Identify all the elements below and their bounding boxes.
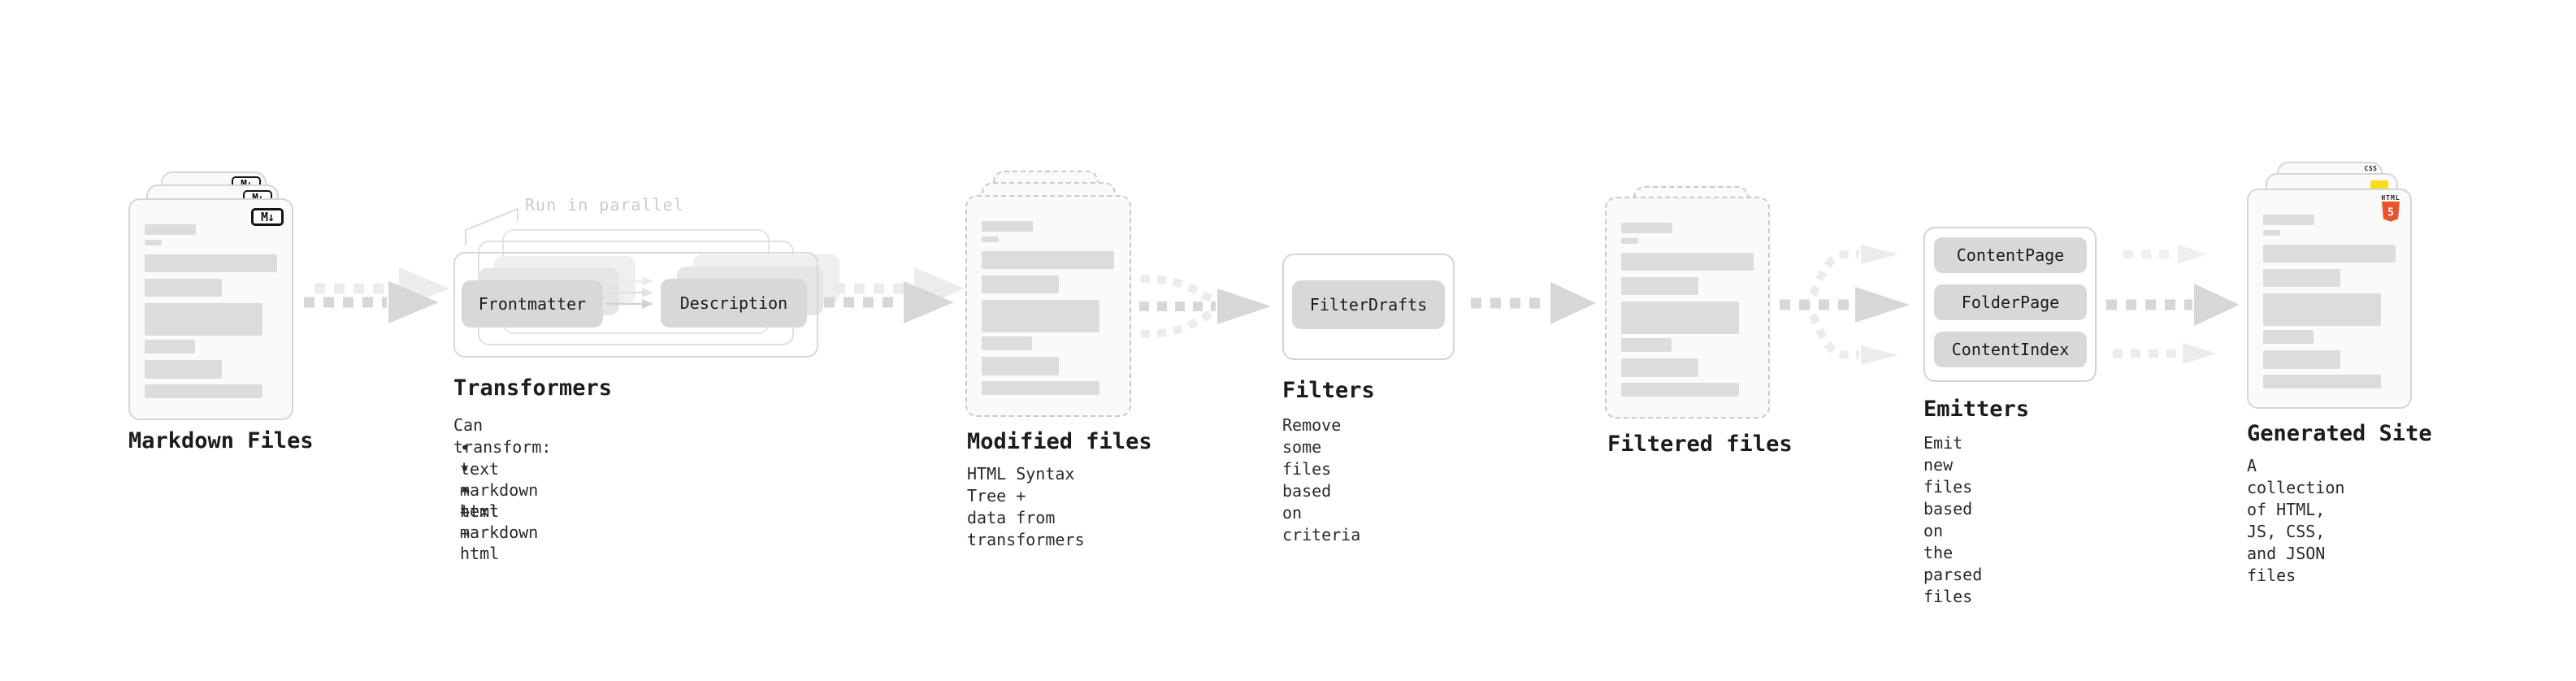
transformer-description-label: Description <box>679 293 788 313</box>
transformers-bullet-1: • text → text <box>460 438 500 521</box>
placeholder-bar <box>2263 350 2340 369</box>
placeholder-bar <box>1621 358 1698 377</box>
annotation-leader-line <box>465 207 518 245</box>
stage-label-markdown-files: Markdown Files <box>128 428 314 453</box>
triple-arrow-icon <box>2106 245 2240 364</box>
placeholder-bar <box>1621 277 1698 295</box>
filtered-file-card-front <box>1605 197 1770 419</box>
modified-file-card-front <box>965 195 1131 417</box>
placeholder-bar <box>982 300 1099 332</box>
stage-label-modified-files: Modified files <box>967 429 1152 454</box>
emitter-folderpage-pill: FolderPage <box>1934 284 2087 320</box>
stage-label-filters: Filters <box>1282 378 1375 403</box>
html5-icon: HTML 5 <box>2381 194 2400 223</box>
placeholder-bar <box>1621 238 1638 244</box>
filter-drafts-pill: FilterDrafts <box>1292 280 1445 329</box>
placeholder-bar <box>145 360 222 379</box>
placeholder-bar <box>145 254 277 272</box>
placeholder-bar <box>1621 301 1739 334</box>
placeholder-bar <box>145 384 262 398</box>
placeholder-bar <box>982 236 999 242</box>
transformers-bullet-3: • html → html <box>460 480 500 563</box>
document-skeleton <box>1621 223 1754 397</box>
javascript-icon <box>2370 180 2388 189</box>
placeholder-bar <box>2263 215 2314 225</box>
markdown-icon-label: M↓ <box>260 210 275 224</box>
emitter-folderpage-label: FolderPage <box>1961 293 2060 312</box>
placeholder-bar <box>982 251 1114 269</box>
transformers-bullet-2: • markdown → markdown <box>460 459 539 542</box>
emitter-contentindex-label: ContentIndex <box>1951 340 2070 359</box>
placeholder-bar <box>982 336 1032 350</box>
flow-arrow-icon <box>824 267 965 323</box>
emitter-contentindex-pill: ContentIndex <box>1934 332 2087 367</box>
filter-drafts-label: FilterDrafts <box>1309 295 1428 314</box>
emitters-desc: Emit new files based on the parsed files <box>1923 433 1983 606</box>
placeholder-bar <box>2263 293 2381 326</box>
placeholder-bar <box>982 381 1099 395</box>
html5-icon-word: HTML <box>2381 194 2400 202</box>
filters-desc: Remove some files based on criteria <box>1282 415 1361 544</box>
markdown-icon: M↓ <box>251 208 284 226</box>
placeholder-bar <box>1621 383 1739 397</box>
placeholder-bar <box>145 240 162 245</box>
css-icon-label: CSS <box>2364 165 2378 172</box>
transformers-desc-heading: Can transform: <box>453 415 552 457</box>
document-skeleton <box>2263 215 2396 388</box>
emitter-contentpage-label: ContentPage <box>1956 245 2065 265</box>
flow-arrow-icon <box>1471 282 1596 324</box>
generated-file-card-html: HTML 5 <box>2247 189 2412 409</box>
placeholder-bar <box>1621 253 1754 271</box>
placeholder-bar <box>2263 269 2340 287</box>
placeholder-bar <box>1621 223 1672 233</box>
stage-label-generated-site: Generated Site <box>2247 421 2432 446</box>
placeholder-bar <box>1621 338 1672 352</box>
stage-label-filtered-files: Filtered files <box>1607 432 1793 457</box>
placeholder-bar <box>2263 230 2280 236</box>
placeholder-bar <box>145 279 222 297</box>
emitter-contentpage-pill: ContentPage <box>1934 237 2087 273</box>
placeholder-bar <box>145 303 262 336</box>
placeholder-bar <box>2263 375 2381 388</box>
placeholder-bar <box>145 340 195 354</box>
placeholder-bar <box>2263 245 2396 262</box>
placeholder-bar <box>145 224 196 235</box>
placeholder-bar <box>982 221 1033 232</box>
modified-files-desc: HTML Syntax Tree + data from transformer… <box>967 464 1085 549</box>
generated-site-desc: A collection of HTML, JS, CSS, and JSON … <box>2247 456 2345 585</box>
document-skeleton <box>145 224 277 398</box>
parallel-arrows-icon <box>606 276 653 309</box>
placeholder-bar <box>982 357 1059 375</box>
placeholder-bar <box>2263 330 2314 344</box>
transformer-frontmatter-pill: Frontmatter <box>462 280 603 327</box>
run-in-parallel-annotation: Run in parallel <box>525 195 684 215</box>
transformer-frontmatter-label: Frontmatter <box>478 294 587 314</box>
stage-label-emitters: Emitters <box>1923 397 2030 422</box>
flow-arrow-icon <box>304 267 449 323</box>
markdown-file-card-front: M↓ <box>128 198 293 420</box>
html5-shield-icon: 5 <box>2382 202 2400 222</box>
split-arrow-icon <box>1780 245 1910 365</box>
placeholder-bar <box>982 275 1059 293</box>
transformer-frame-front <box>453 252 818 358</box>
html5-icon-number: 5 <box>2387 207 2394 219</box>
document-skeleton <box>982 221 1114 395</box>
merge-arrow-icon <box>1139 275 1271 338</box>
transformer-description-pill: Description <box>661 279 807 327</box>
stage-label-transformers: Transformers <box>453 375 613 401</box>
